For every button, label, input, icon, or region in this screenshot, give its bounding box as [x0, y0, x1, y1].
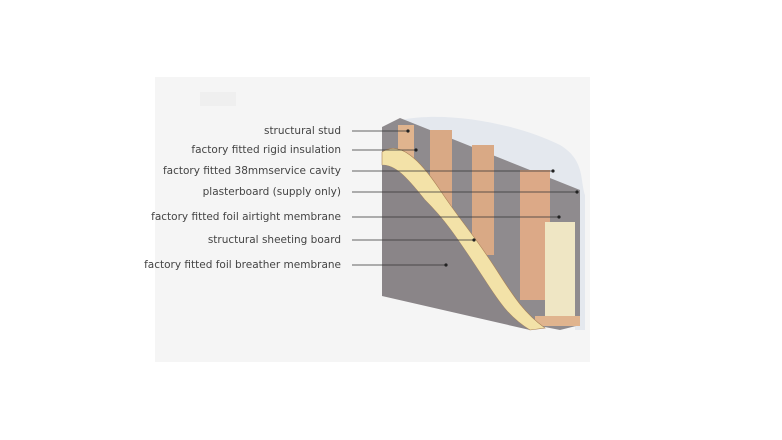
leader-dots — [406, 129, 579, 267]
breather-membrane-face — [382, 165, 530, 330]
label-service-cavity: factory fitted 38mmservice cavity — [162, 165, 341, 177]
stud — [472, 145, 494, 255]
label-sheeting-board: structural sheeting board — [207, 234, 341, 246]
base-plate — [535, 316, 580, 326]
leader-lines — [352, 130, 577, 266]
label-breather-membrane: factory fitted foil breather membrane — [144, 259, 341, 271]
insulation-block — [545, 222, 575, 322]
label-rigid-insulation: factory fitted rigid insulation — [191, 144, 341, 156]
label-plasterboard: plasterboard (supply only) — [202, 186, 341, 198]
label-structural-stud: structural stud — [263, 125, 341, 137]
label-airtight-membrane: factory fitted foil airtight membrane — [151, 211, 341, 223]
faded-logo — [200, 92, 236, 106]
